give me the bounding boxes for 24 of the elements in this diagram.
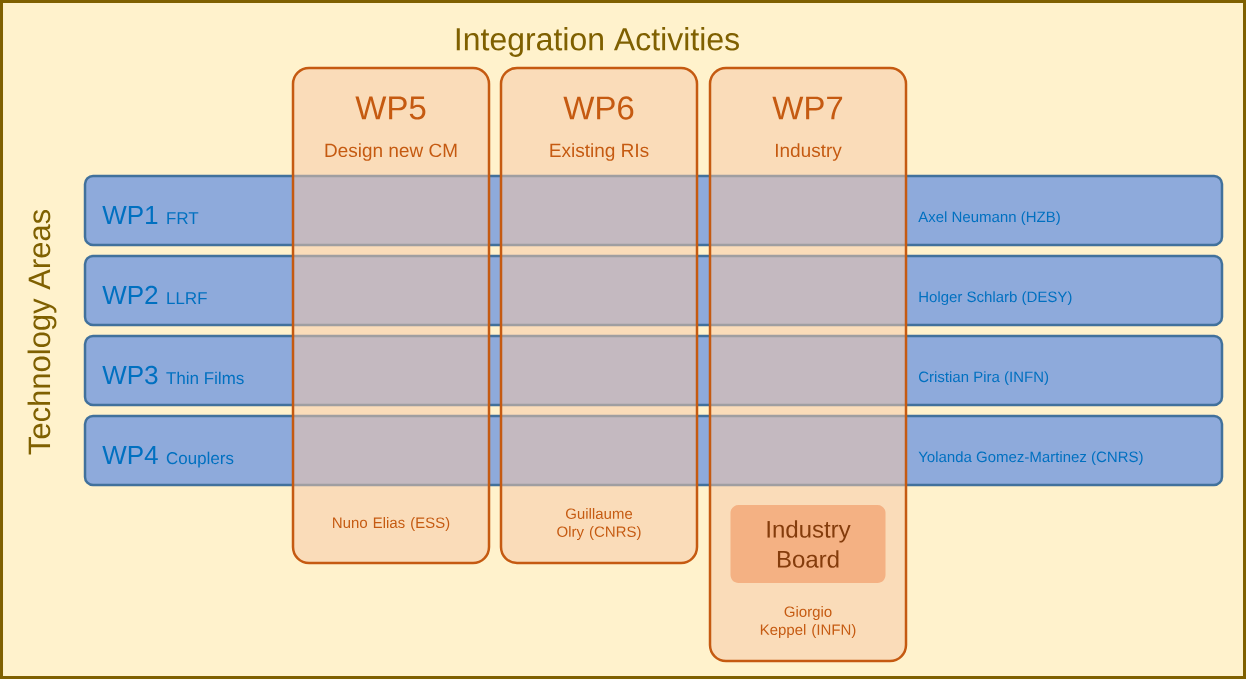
column-subtitle: Industry [775, 143, 842, 161]
column-heading: WP6 [563, 96, 634, 120]
band-subtitle: Thin Films [166, 371, 244, 385]
lead-name: Holger Schlarb (DESY) [919, 291, 1072, 306]
band-heading: WP3 [102, 365, 158, 385]
lead-name: Axel Neumann (HZB) [918, 211, 1060, 226]
column-heading: WP5 [355, 96, 426, 120]
band-heading: WP2 [102, 285, 158, 304]
lead-name: Cristian Pira (INFN) [919, 371, 1049, 386]
lead-name: Guillaume Olry (CNRS) [557, 508, 641, 540]
axis-label: Technology Areas [27, 209, 57, 455]
band-subtitle: LLRF [167, 292, 207, 304]
title: Integration Activities [456, 27, 739, 57]
column-subtitle: Existing RIs [550, 143, 649, 161]
lead-name: Yolanda Gomez-Martinez (CNRS) [918, 451, 1143, 466]
board-box: Industry Board [730, 505, 886, 583]
band-heading: WP4 [102, 446, 158, 464]
band-subtitle: FRT [167, 212, 199, 224]
column-heading: WP7 [772, 96, 843, 120]
column-subtitle: Design new CM [325, 143, 457, 161]
lead-name: Giorgio Keppel (INFN) [760, 606, 856, 638]
lead-name: Nuno Elias (ESS) [333, 517, 450, 531]
band-subtitle: Couplers [166, 451, 234, 468]
band-heading: WP1 [102, 206, 158, 224]
